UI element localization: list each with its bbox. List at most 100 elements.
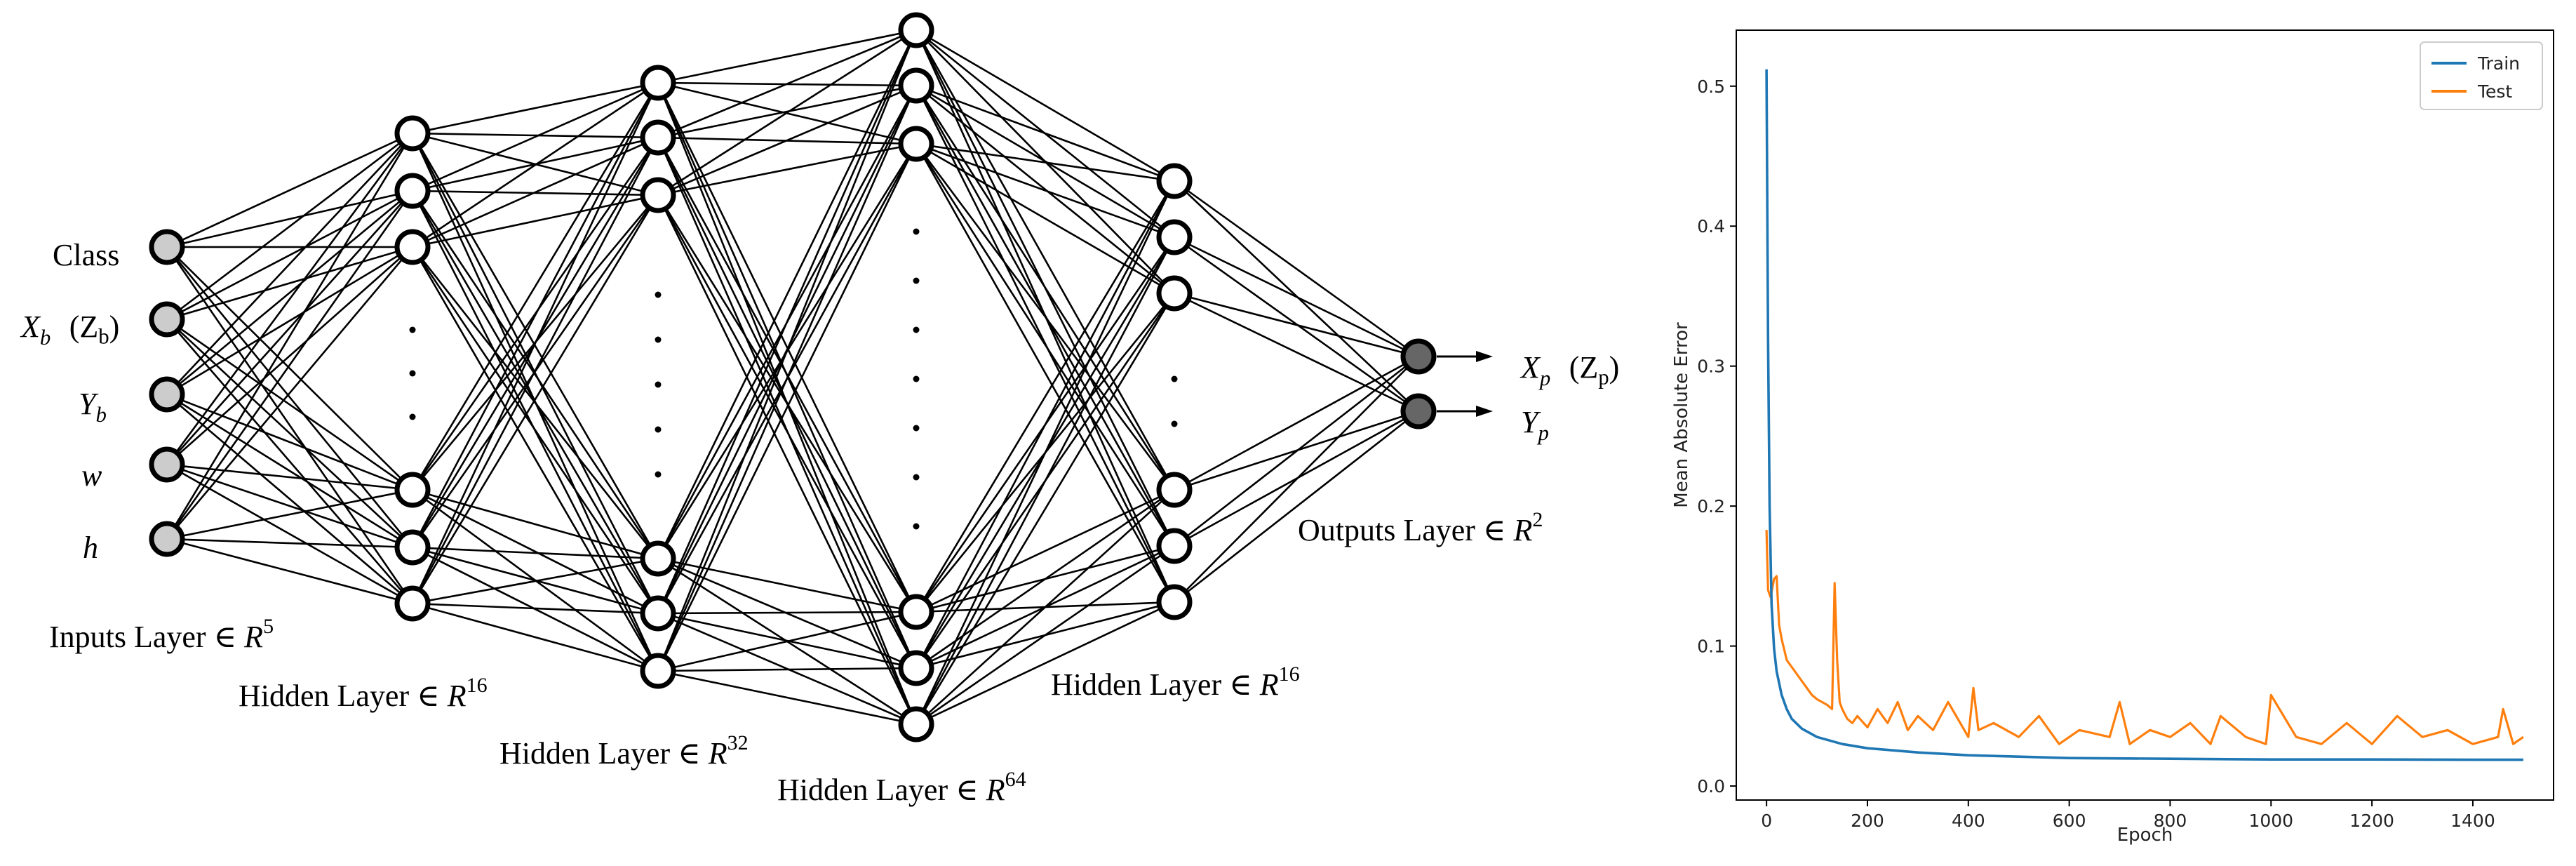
connection-edge [915, 488, 1175, 613]
series-line-test [1765, 530, 2524, 745]
layer-caption: Hidden Layer ∈ R64 [777, 768, 1026, 807]
connection-edge [915, 85, 1176, 491]
x-tick-label: 800 [2154, 811, 2187, 831]
connection-edge [657, 137, 918, 613]
connection-edge [657, 667, 917, 672]
output-labels: Xp(Zp) Yp [1520, 350, 1619, 445]
connection-edge [166, 133, 414, 465]
ellipsis-dot [913, 375, 920, 382]
x-tick-label: 200 [1851, 811, 1884, 831]
connection-edge [166, 133, 413, 395]
hidden-node [394, 472, 431, 508]
hidden-node [1156, 584, 1193, 620]
connection-edge [657, 143, 918, 672]
connection-edge [657, 82, 918, 613]
connection-edge [1174, 355, 1419, 491]
connection-edge [657, 670, 917, 726]
connection-edge [915, 143, 1176, 491]
input-node [149, 446, 185, 483]
y-tick-label: 0.5 [1697, 76, 1725, 97]
x-tick-label: 1000 [2248, 811, 2293, 831]
connection-edge [657, 85, 918, 672]
y-tick-label: 0.2 [1697, 496, 1725, 517]
connection-edge [657, 142, 917, 196]
network-nodes [149, 12, 1437, 742]
connection-edge [411, 194, 659, 604]
connection-edge [657, 194, 918, 613]
ellipsis-dot [409, 370, 416, 377]
connection-edge [166, 463, 413, 491]
connection-edge [1174, 356, 1419, 603]
output-label: Xp(Zp) [1520, 350, 1619, 390]
connection-edge [657, 29, 917, 196]
connection-edge [412, 132, 659, 139]
connection-edge [166, 488, 413, 540]
output-node [1400, 393, 1437, 429]
connection-edge [1174, 410, 1419, 604]
y-tick-label: 0.0 [1697, 776, 1725, 797]
connection-edge [412, 81, 659, 135]
input-label: w [81, 458, 102, 493]
y-axis-label: Mean Absolute Error [1671, 322, 1692, 508]
ellipsis-dot [655, 381, 662, 388]
network-edges [166, 29, 1419, 726]
connection-edge [412, 602, 659, 615]
hidden-node [640, 119, 676, 156]
connection-edge [915, 488, 1175, 670]
connection-edge [166, 393, 413, 491]
input-label: Yb [79, 387, 107, 427]
x-tick-label: 600 [2053, 811, 2086, 831]
connection-edge [915, 29, 1175, 182]
ellipsis-dot [409, 413, 416, 420]
connection-edge [1174, 355, 1419, 547]
connection-edge [915, 237, 1176, 725]
ellipsis-dot [1171, 420, 1178, 427]
connection-edge [915, 143, 1176, 603]
layer-caption: Hidden Layer ∈ R16 [239, 674, 488, 713]
x-axis-label: Epoch [2117, 825, 2173, 846]
x-tick-label: 1200 [2349, 811, 2394, 831]
ellipsis-dots [409, 228, 1178, 530]
connection-edge [411, 137, 659, 604]
output-arrows [1437, 351, 1493, 417]
connection-edge [915, 601, 1175, 726]
connection-edge [412, 81, 659, 248]
connection-edge [657, 29, 918, 559]
y-tick-label: 0.4 [1697, 216, 1725, 237]
connection-edge [166, 538, 413, 605]
input-node [149, 376, 185, 413]
connection-edge [915, 293, 1176, 725]
connection-edge [166, 133, 414, 540]
connection-edge [411, 82, 659, 604]
connection-edge [915, 142, 1175, 182]
connection-edge [166, 246, 413, 321]
connection-edge [915, 84, 1175, 295]
hidden-node [1156, 163, 1193, 199]
connection-edge [411, 82, 659, 548]
connection-edge [411, 190, 659, 559]
y-tick-label: 0.1 [1697, 637, 1725, 657]
connection-edge [166, 189, 413, 248]
hidden-node [1156, 275, 1193, 312]
hidden-node [640, 653, 676, 689]
connection-edge [1174, 292, 1419, 413]
connection-edge [166, 246, 413, 540]
connection-edge [166, 538, 413, 549]
hidden-node [394, 229, 431, 265]
hidden-node [898, 594, 934, 630]
connection-edge [915, 143, 1176, 547]
hidden-node [640, 540, 676, 577]
connection-edge [412, 546, 659, 560]
connection-edge [166, 463, 413, 549]
hidden-node [898, 12, 934, 48]
plot-frame [1736, 29, 2554, 801]
connection-edge [915, 180, 1176, 669]
output-label: Yp [1521, 405, 1549, 445]
connection-edge [411, 246, 659, 672]
hidden-node [1156, 219, 1193, 255]
connection-edge [412, 602, 659, 672]
connection-edge [657, 29, 918, 614]
hidden-node [898, 126, 934, 162]
